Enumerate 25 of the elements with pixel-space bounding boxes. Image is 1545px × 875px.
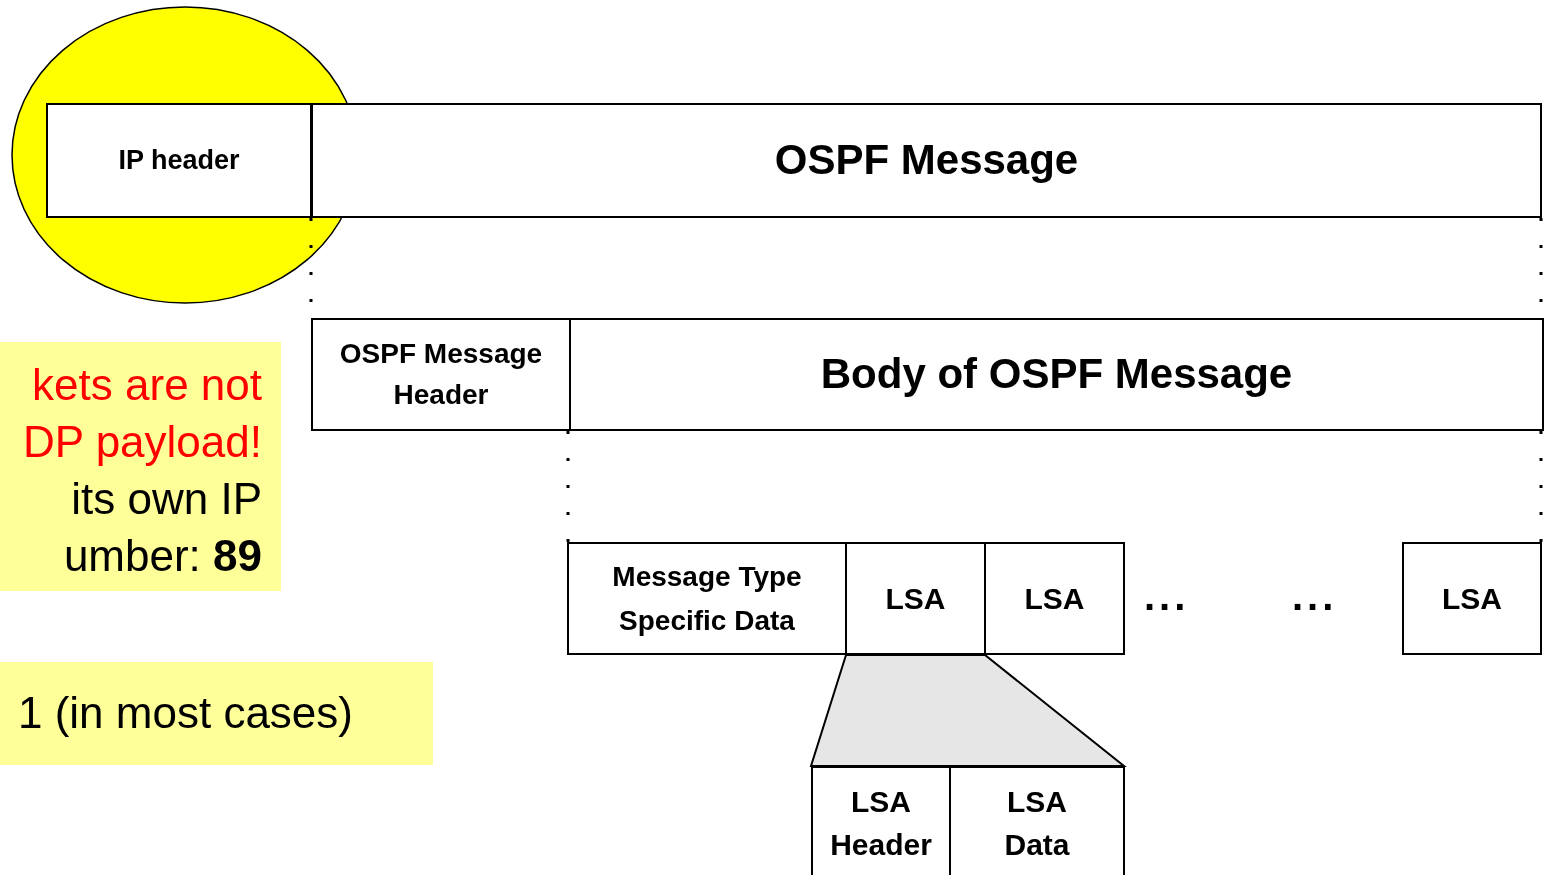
field-label: LSA — [885, 580, 946, 617]
field-box — [567, 542, 847, 655]
field-label: LSA Data — [1003, 783, 1071, 863]
field-label: OSPF Message — [774, 135, 1079, 186]
ellipsis-mark: ... — [1292, 583, 1338, 609]
field-box — [811, 766, 951, 875]
field-box — [569, 318, 1544, 431]
note-text: its own IP umber: 89 — [62, 473, 262, 582]
field-label: OSPF Message Header — [338, 336, 544, 412]
note-text: 1 (in most cases) — [18, 688, 353, 738]
field-box — [311, 103, 1542, 218]
field-box — [984, 542, 1125, 655]
field-label: LSA Header — [829, 783, 933, 863]
field-box — [949, 766, 1125, 875]
field-label: LSA — [1024, 580, 1085, 617]
field-label: Message Type Specific Data — [611, 560, 803, 638]
field-label: LSA — [1442, 580, 1502, 617]
field-box — [46, 103, 312, 218]
field-box — [311, 318, 571, 431]
field-box — [845, 542, 986, 655]
note-text: kets are not DP payload! — [22, 359, 262, 468]
field-label: Body of OSPF Message — [820, 349, 1293, 400]
field-box — [1402, 542, 1542, 655]
field-label: IP header — [118, 144, 240, 177]
ellipsis-mark: ... — [1144, 583, 1190, 609]
